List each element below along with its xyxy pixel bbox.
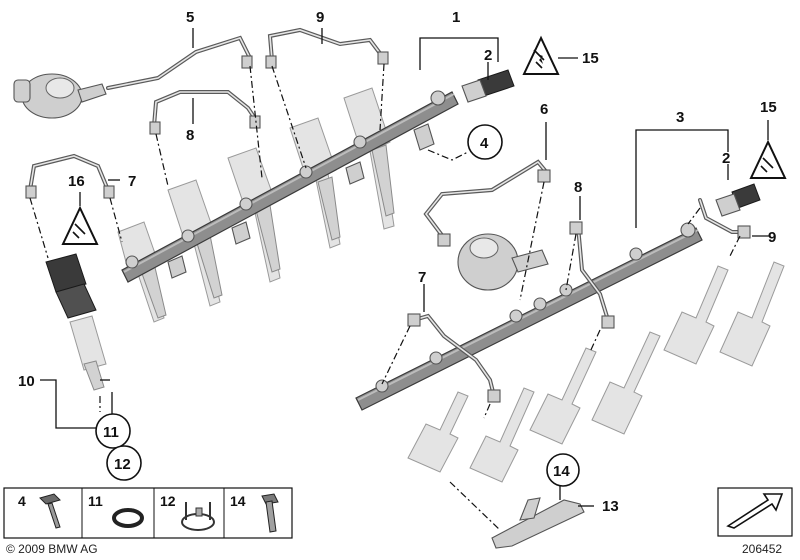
high-pressure-pump-right (457, 233, 549, 291)
fuel-rail-right (355, 222, 703, 411)
bolt-icon (39, 493, 61, 529)
callout-12-circle: 12 (106, 445, 142, 481)
callout-16: 16 (68, 173, 85, 190)
o-ring-icon (112, 508, 144, 528)
callout-15: 15 (582, 50, 599, 67)
callout-5: 5 (186, 9, 194, 26)
callout-8: 8 (186, 127, 194, 144)
callout-3: 3 (676, 109, 684, 126)
callout-14: 14 (553, 463, 570, 480)
electric-plug-warning-icon (749, 139, 787, 179)
pressure-sensor-left (461, 69, 515, 103)
leader-lines (29, 28, 770, 531)
callout-8: 8 (574, 179, 582, 196)
fuel-pipes-right (407, 159, 751, 403)
injector-single (45, 253, 107, 391)
callout-9: 9 (316, 9, 324, 26)
legend-label-14: 14 (230, 493, 246, 509)
callout-1: 1 (452, 9, 460, 26)
legend-label-4: 4 (18, 493, 26, 509)
screw-icon (261, 493, 279, 533)
callout-6: 6 (540, 101, 548, 118)
legend-box: 4 11 12 14 (3, 487, 293, 539)
fuel-pipes-left (25, 27, 389, 199)
callout-15: 15 (760, 99, 777, 116)
high-pressure-pump-left (13, 73, 107, 119)
legend-label-11: 11 (88, 493, 103, 509)
arrow-navigation-icon[interactable] (717, 487, 793, 537)
callout-11: 11 (103, 424, 119, 441)
callout-13: 13 (602, 498, 619, 515)
callout-11-circle: 11 (95, 413, 131, 449)
fuel-rail-left (121, 90, 459, 283)
callout-4: 4 (480, 135, 489, 152)
pressure-sensor-right (715, 183, 761, 217)
retaining-clip-icon (181, 502, 215, 531)
legend-label-12: 12 (160, 493, 176, 509)
electric-plug-warning-icon (61, 205, 99, 245)
callout-14-circle: 14 (546, 453, 580, 487)
injector-group-right (407, 261, 785, 483)
callout-9: 9 (768, 229, 776, 246)
electric-plug-warning-icon (522, 35, 560, 75)
copyright-text: © 2009 BMW AG (6, 542, 98, 556)
diagram-number: 206452 (742, 542, 782, 556)
callout-12: 12 (114, 456, 131, 473)
callout-2: 2 (484, 47, 492, 64)
callout-7: 7 (128, 173, 136, 190)
bracket (491, 497, 585, 549)
callout-10: 10 (18, 373, 35, 390)
callout-7: 7 (418, 269, 426, 286)
injector-group-left (117, 87, 395, 323)
callout-2: 2 (722, 150, 730, 167)
callout-4-circle: 4 (467, 124, 503, 160)
